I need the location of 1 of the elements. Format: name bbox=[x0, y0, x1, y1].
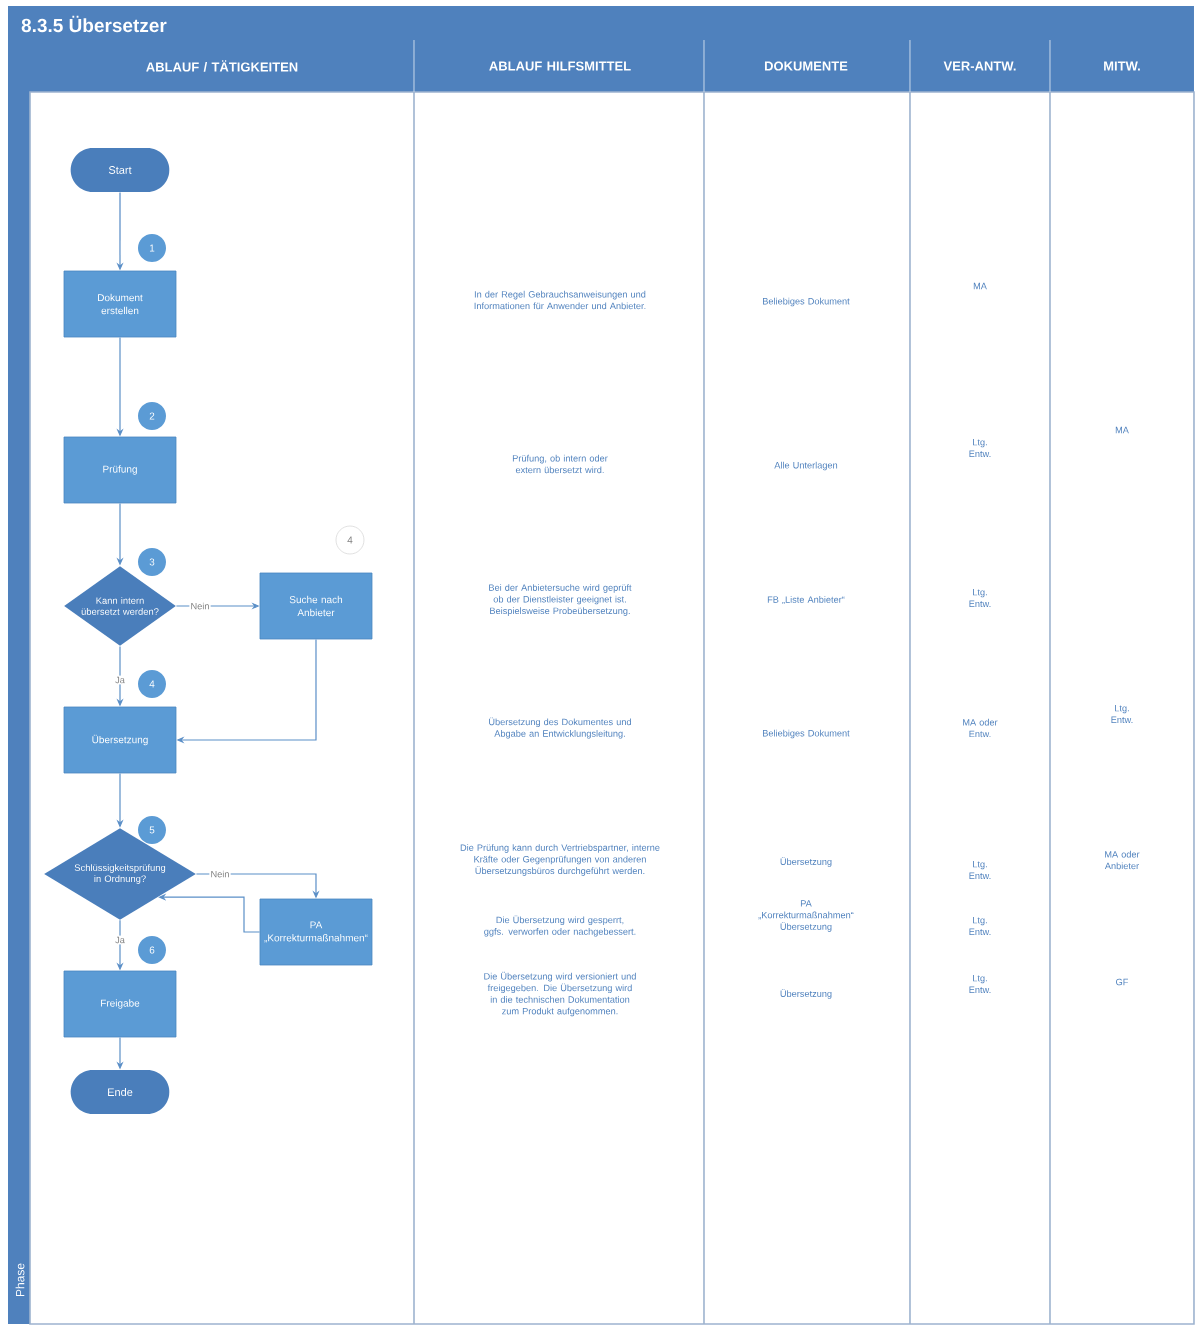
title: 8.3.5 Übersetzer bbox=[21, 15, 167, 33]
